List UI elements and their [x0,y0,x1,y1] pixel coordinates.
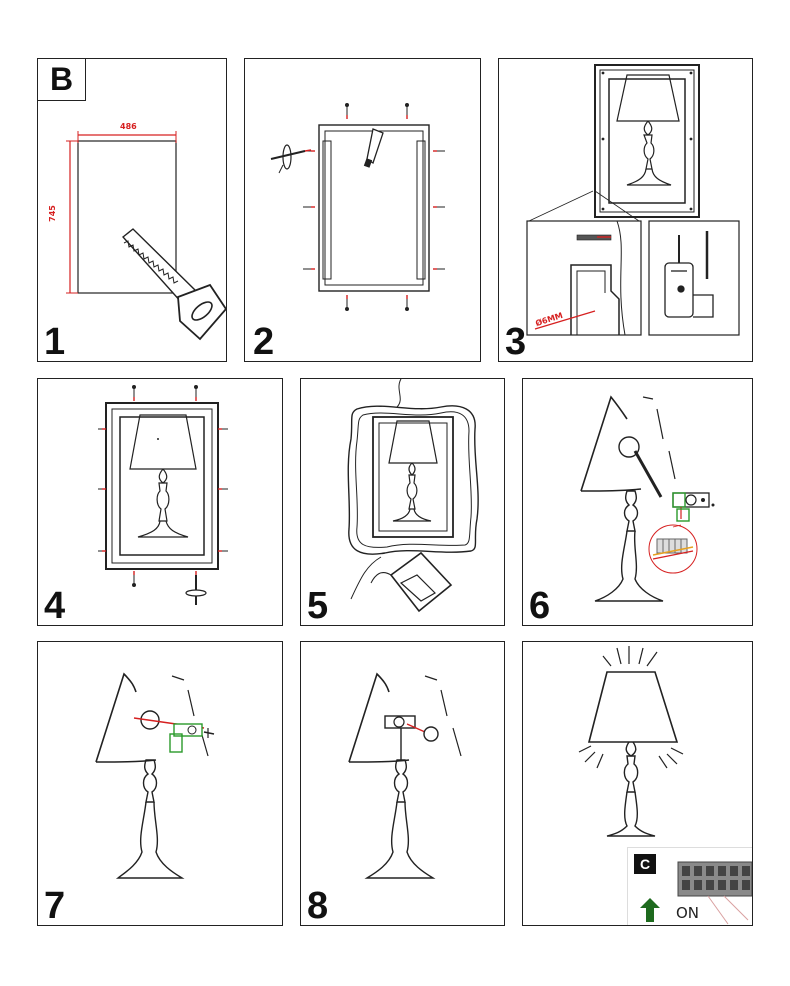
step-number: 7 [44,885,66,926]
step-1-panel: B 486 745 1 [37,58,227,362]
screwdriver-icon [270,144,312,174]
arrow-up-icon [640,898,660,922]
step-number: 6 [529,585,551,626]
step-number: 1 [44,321,66,362]
section-label: B [38,59,86,101]
switch-inset: C ON [627,847,752,925]
step-3-panel: Ø6MM 3 [498,58,753,362]
connect-lamp-illustration [95,672,215,879]
step-5-panel: 5 [300,378,505,626]
drill-icon [664,231,714,318]
wall-mount-illustration [526,64,740,336]
wiring-illustration [580,395,715,602]
step-4-panel: 4 [37,378,283,626]
trowel-icon [370,551,453,613]
step-number: 5 [307,585,329,626]
step-number: 4 [44,585,66,626]
step-6-panel: 6 [522,378,753,626]
step-number: 2 [253,321,275,362]
lit-lamp-illustration [578,646,684,837]
dimension-height-label: 745 [47,205,57,222]
step-2-panel: 2 [244,58,481,362]
dimension-width-label: 486 [120,122,137,131]
switch-inset-badge: C [634,854,656,874]
cut-panel-illustration [66,131,226,341]
saw-icon [121,228,226,341]
frame-assembly-illustration [270,103,445,311]
step-7-panel: 7 [37,641,283,926]
plaster-illustration [347,379,479,613]
switch-on-label: ON [676,904,700,922]
step-number: 8 [307,885,329,926]
mount-lamp-illustration [348,672,462,879]
final-panel: C ON [522,641,753,926]
switch-photo [640,861,752,925]
fix-frame-illustration [98,385,228,605]
step-number: 3 [505,321,527,362]
step-8-panel: 8 [300,641,505,926]
glue-tube-icon [363,128,384,168]
screwdriver-icon [185,575,207,605]
